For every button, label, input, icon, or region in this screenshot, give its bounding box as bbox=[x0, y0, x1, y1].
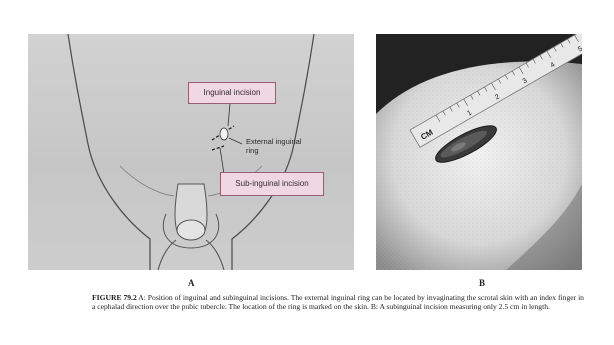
panel-b-photograph: CM 1 2 3 4 5 bbox=[376, 34, 582, 270]
body-outline-drawing bbox=[28, 34, 354, 270]
panel-b-letter: B bbox=[479, 278, 485, 288]
panel-a-illustration: Inguinal incision External inguinal ring… bbox=[28, 34, 354, 270]
inguinal-incision-label: Inguinal incision bbox=[188, 82, 276, 104]
figure-caption-label: FIGURE 79.2 bbox=[92, 293, 137, 302]
external-ring-label: External inguinal ring bbox=[246, 138, 301, 155]
panel-a-letter: A bbox=[188, 278, 195, 288]
figure-caption: FIGURE 79.2 A: Position of inguinal and … bbox=[92, 294, 584, 312]
figure-caption-text: A: Position of inguinal and subinguinal … bbox=[92, 293, 584, 311]
external-ring-label-line2: ring bbox=[246, 147, 301, 156]
surgical-photo-drawing: CM 1 2 3 4 5 bbox=[376, 34, 582, 270]
subinguinal-incision-label: Sub-inguinal incision bbox=[220, 172, 324, 196]
